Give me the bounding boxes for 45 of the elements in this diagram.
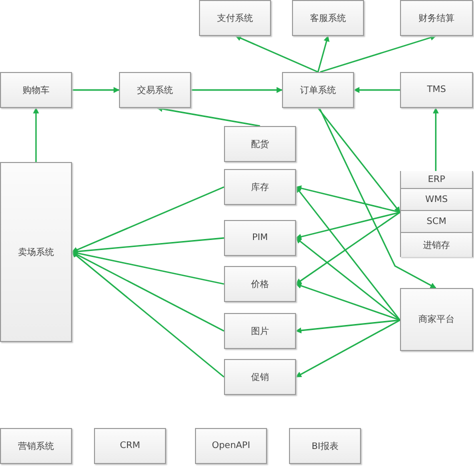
system-box: CRM	[94, 428, 166, 464]
system-box: 购物车	[0, 72, 72, 108]
system-box: 客服系统	[292, 0, 364, 36]
system-box: 支付系统	[199, 0, 271, 36]
system-box: 交易系统	[119, 72, 191, 108]
system-box: 库存	[224, 169, 296, 205]
arrow	[295, 212, 400, 240]
arrow	[235, 35, 318, 73]
system-box: 财务结算	[400, 0, 473, 36]
arrow	[432, 107, 439, 171]
system-box: 价格	[224, 266, 296, 302]
arrow	[296, 237, 400, 321]
arrow	[317, 108, 401, 213]
arrow	[295, 320, 400, 378]
arrow	[72, 251, 224, 378]
stack-row: WMS	[401, 189, 472, 211]
arrow	[317, 35, 330, 72]
stack-row: 进销存	[401, 233, 472, 257]
arrow	[295, 185, 400, 213]
arrow	[191, 87, 283, 93]
system-box: 营销系统	[0, 428, 72, 464]
arrow	[296, 212, 400, 285]
system-box: 卖场系统	[0, 162, 72, 342]
system-box: OpenAPI	[195, 428, 267, 464]
arrow	[295, 319, 400, 334]
arrow	[320, 34, 436, 73]
arrow	[353, 87, 400, 93]
arrow	[33, 107, 39, 162]
system-box: 订单系统	[282, 72, 354, 108]
system-box: PIM	[224, 220, 296, 256]
arrow	[71, 186, 224, 253]
system-box: 图片	[224, 313, 296, 349]
system-box: BI报表	[289, 428, 361, 464]
stack-row: ERP	[401, 171, 472, 189]
arrow	[295, 282, 400, 321]
stack-row: SCM	[401, 211, 472, 233]
arrow	[318, 108, 436, 289]
arrow	[156, 106, 260, 127]
system-box: TMS	[400, 72, 473, 108]
system-stack	[400, 171, 473, 257]
system-box: 商家平台	[400, 288, 473, 351]
system-box: 配货	[224, 126, 296, 162]
arrow	[295, 186, 401, 321]
arrow	[72, 87, 120, 93]
system-box: 促销	[224, 359, 296, 395]
